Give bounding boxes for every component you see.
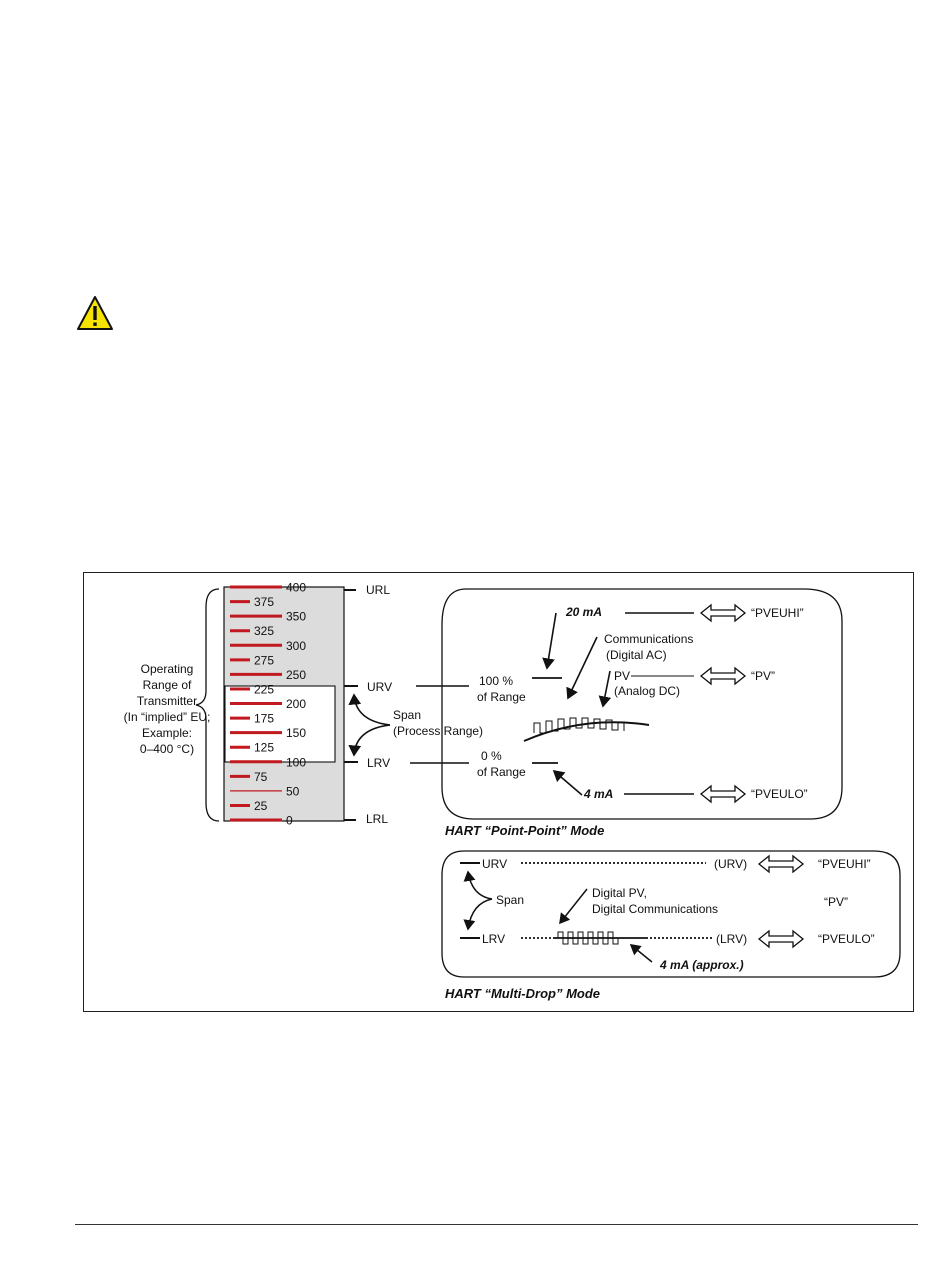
double-arrow-shape — [757, 929, 805, 949]
pct100-label: 100 % — [479, 674, 513, 688]
double-arrow-shape — [699, 784, 747, 804]
md-ma4-label: 4 mA (approx.) — [659, 958, 744, 972]
urv-label: URV — [367, 680, 392, 694]
footer-rule — [75, 1224, 918, 1225]
process-range-label: (Process Range) — [393, 724, 483, 738]
operating-range-label-1: Range of — [143, 678, 192, 692]
multi-drop-panel — [441, 850, 901, 978]
md-lrv-paren-label: (LRV) — [716, 932, 747, 946]
scale-tick-label-50: 50 — [286, 784, 300, 798]
scale-tick-label-175: 175 — [254, 712, 274, 726]
lrl-label: LRL — [366, 812, 388, 826]
operating-range-label-0: Operating — [141, 662, 194, 676]
range-diagram: Operating Range of Transmitter (In “impl… — [124, 581, 901, 1001]
hart-range-figure: Operating Range of Transmitter (In “impl… — [83, 572, 914, 1012]
pv-double-arrow — [699, 666, 747, 686]
scale-tick-label-75: 75 — [254, 770, 268, 784]
point-point-title: HART “Point-Point” Mode — [445, 823, 604, 838]
comm-arrow — [566, 636, 598, 700]
scale-ticks: 4003753503253002752502252001751501251007… — [230, 581, 306, 828]
pveuhi-label: “PVEUHI” — [751, 606, 804, 620]
ma20-arrow — [542, 612, 557, 670]
pv-quote-label: “PV” — [751, 669, 775, 683]
of-range-bottom-label: of Range — [477, 765, 526, 779]
span-arrow-down — [348, 724, 391, 757]
scale-tick-label-300: 300 — [286, 639, 306, 653]
md-lrv-label: LRV — [482, 932, 505, 946]
url-label: URL — [366, 583, 390, 597]
caution-icon — [77, 296, 113, 330]
pveuhi-double-arrow — [699, 603, 747, 623]
span-arrow-up — [348, 693, 391, 726]
ma20-label: 20 mA — [565, 605, 602, 619]
md-digital-wave — [557, 931, 619, 945]
analog-curve — [523, 721, 650, 742]
operating-range-brace — [195, 588, 220, 822]
multi-drop-title: HART “Multi-Drop” Mode — [445, 986, 600, 1001]
scale-tick-label-250: 250 — [286, 668, 306, 682]
ma4-arrow — [552, 769, 583, 796]
scale-tick-label-150: 150 — [286, 726, 306, 740]
operating-range-label-3: (In “implied” EU; — [124, 710, 211, 724]
operating-range-label-5: 0–400 °C) — [140, 742, 194, 756]
scale-tick-label-225: 225 — [254, 682, 274, 696]
pct0-label: 0 % — [481, 749, 502, 763]
scale-tick-label-200: 200 — [286, 697, 306, 711]
scale-tick-label-400: 400 — [286, 581, 306, 595]
pv-label: PV — [614, 669, 630, 683]
md-pveulo-double-arrow — [757, 929, 805, 949]
pveulo-label: “PVEULO” — [751, 787, 808, 801]
analog-dc-label: (Analog DC) — [614, 684, 680, 698]
of-range-top-label: of Range — [477, 690, 526, 704]
md-pveulo-label: “PVEULO” — [818, 932, 875, 946]
digital-ac-wave — [533, 717, 625, 734]
scale-tick-label-325: 325 — [254, 624, 274, 638]
operating-range-label-4: Example: — [142, 726, 192, 740]
md-span-label: Span — [496, 893, 524, 907]
md-digital-arrow — [559, 888, 588, 925]
scale-tick-label-25: 25 — [254, 799, 268, 813]
span-box — [224, 685, 336, 763]
comm-label-1: (Digital AC) — [606, 648, 667, 662]
ma4-label: 4 mA — [583, 787, 613, 801]
operating-range-label-2: Transmitter — [137, 694, 197, 708]
md-pveuhi-label: “PVEUHI” — [818, 857, 871, 871]
scale-tick-label-375: 375 — [254, 595, 274, 609]
scale-tick-label-0: 0 — [286, 814, 293, 828]
md-urv-label: URV — [482, 857, 507, 871]
scale-tick-label-275: 275 — [254, 653, 274, 667]
pveulo-double-arrow — [699, 784, 747, 804]
scale-tick-label-100: 100 — [286, 755, 306, 769]
double-arrow-shape — [699, 666, 747, 686]
scale-tick-label-125: 125 — [254, 741, 274, 755]
pv-arrow — [598, 670, 612, 708]
md-pveuhi-double-arrow — [757, 854, 805, 874]
scale-tick-label-350: 350 — [286, 610, 306, 624]
md-pv-label: “PV” — [824, 895, 848, 909]
md-span-arrow-up — [463, 870, 493, 900]
comm-label-0: Communications — [604, 632, 693, 646]
span-label: Span — [393, 708, 421, 722]
md-span-arrow-down — [463, 898, 493, 931]
md-ma4-arrow — [629, 944, 653, 963]
double-arrow-shape — [757, 854, 805, 874]
md-digital-label-1: Digital Communications — [592, 902, 718, 916]
point-point-panel — [441, 588, 843, 820]
md-urv-paren-label: (URV) — [714, 857, 747, 871]
double-arrow-shape — [699, 603, 747, 623]
lrv-label: LRV — [367, 756, 390, 770]
md-digital-label-0: Digital PV, — [592, 886, 647, 900]
